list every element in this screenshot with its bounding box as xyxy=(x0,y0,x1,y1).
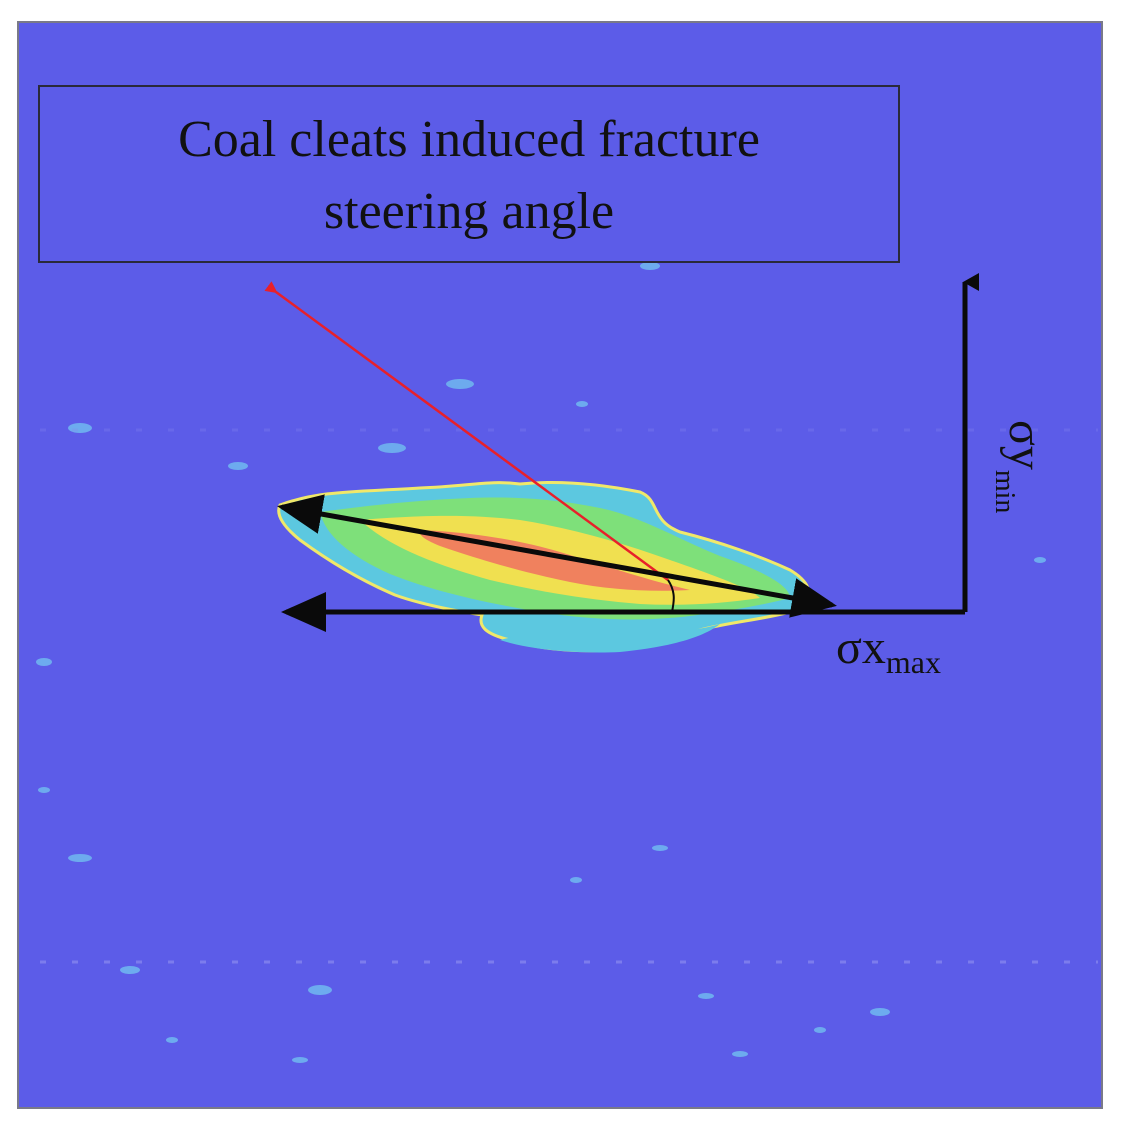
svg-text:σymin: σymin xyxy=(989,420,1052,513)
speckle xyxy=(576,401,588,407)
y-axis-symbol: σy xyxy=(999,420,1052,470)
title-box xyxy=(38,85,900,263)
fracture-lower-lobe xyxy=(500,624,720,653)
title-line-1: Coal cleats induced fracture xyxy=(178,111,760,168)
speckle xyxy=(38,787,50,793)
speckle xyxy=(652,845,668,851)
x-axis-symbol: σx xyxy=(836,621,886,674)
speckle xyxy=(36,658,52,666)
speckle xyxy=(378,443,406,453)
speckle xyxy=(120,966,140,974)
x-axis-subscript: max xyxy=(886,644,941,680)
speckle xyxy=(446,379,474,389)
speckle xyxy=(292,1057,308,1063)
speckle xyxy=(1034,557,1046,563)
title-line-2: steering angle xyxy=(324,183,614,240)
speckle xyxy=(698,993,714,999)
speckle-dots xyxy=(36,262,1046,1063)
speckle xyxy=(166,1037,178,1043)
speckle xyxy=(68,423,92,433)
y-axis-subscript: min xyxy=(989,470,1020,514)
speckle xyxy=(640,262,660,270)
speckle xyxy=(570,877,582,883)
y-axis-label: σymin xyxy=(989,420,1052,513)
speckle xyxy=(308,985,332,995)
x-axis-label: σxmax xyxy=(836,621,941,680)
speckle xyxy=(68,854,92,862)
speckle xyxy=(814,1027,826,1033)
speckle xyxy=(870,1008,890,1016)
principal-direction-arrow xyxy=(277,494,837,618)
speckle xyxy=(732,1051,748,1057)
speckle xyxy=(228,462,248,470)
